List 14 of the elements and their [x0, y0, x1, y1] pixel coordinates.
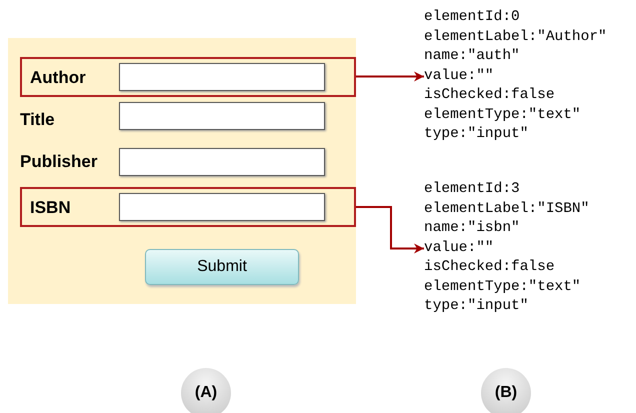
field-label: Publisher [20, 152, 98, 172]
submit-button: Submit [145, 249, 299, 285]
panel-label-circle: (B) [481, 368, 531, 413]
field-label: Author [30, 68, 86, 88]
field-label: ISBN [30, 198, 71, 218]
panel-label-circle: (A) [181, 368, 231, 413]
highlight-box [20, 187, 356, 227]
form-panel [8, 38, 356, 304]
arrow [356, 206, 424, 254]
highlight-box [20, 57, 356, 97]
element-properties-text: elementId:0 elementLabel:"Author" name:"auth" value:"" isChecked:false elementType:"text" type:"input" [424, 8, 607, 144]
arrow [356, 72, 424, 82]
field-label: Title [20, 110, 55, 130]
element-properties-text: elementId:3 elementLabel:"ISBN" name:"isbn" value:"" isChecked:false elementType:"text" type:"input" [424, 180, 590, 316]
